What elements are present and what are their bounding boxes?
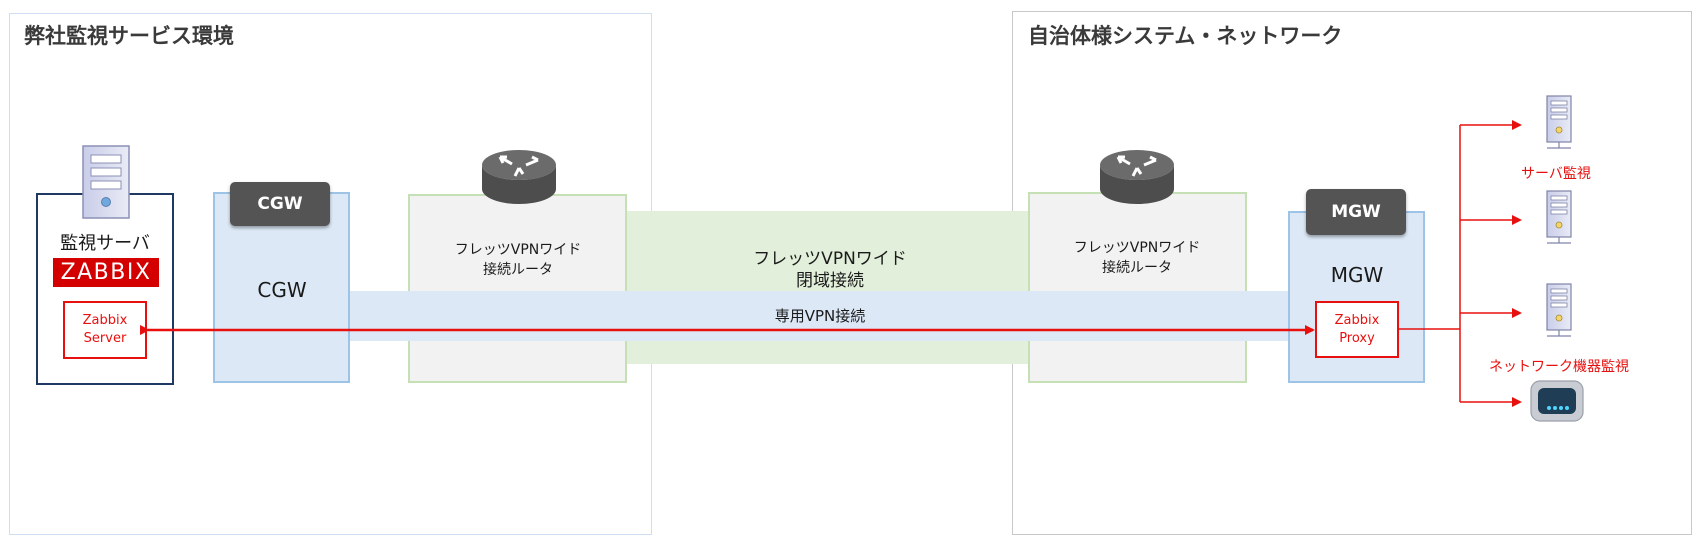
- zabbix-logo-text: ZABBIX: [60, 260, 152, 285]
- zabbix-server-line2: Server: [83, 331, 127, 346]
- router-icon-left-body: [482, 150, 556, 204]
- vpn-band-label: 専用VPN接続: [774, 307, 866, 325]
- target-server-icon-2: [1546, 190, 1572, 244]
- target-server-icon-1: [1546, 95, 1572, 149]
- zabbix-logo: ZABBIX: [53, 258, 159, 287]
- router-right-label-line2: 接続ルータ: [1102, 260, 1172, 276]
- proxy-fanout-lines: [1399, 120, 1522, 407]
- router-right-label-line1: フレッツVPNワイド: [1073, 240, 1201, 256]
- left-region-title: 弊社監視サービス環境: [24, 24, 234, 48]
- mgw-label: MGW: [1330, 263, 1384, 287]
- network-device-icon: [1530, 380, 1584, 422]
- closed-network-label-line2: 閉域接続: [796, 271, 864, 291]
- router-left-label-line2: 接続ルータ: [483, 262, 553, 278]
- router-box-left: [408, 194, 627, 383]
- closed-network-label-line1: フレッツVPNワイド: [753, 249, 907, 269]
- mgw-tag: MGW: [1306, 189, 1406, 235]
- network-monitoring-label: ネットワーク機器監視: [1489, 359, 1629, 375]
- router-box-right: [1028, 192, 1247, 383]
- monitor-server-label: 監視サーバ: [60, 233, 150, 254]
- right-region-title: 自治体様システム・ネットワーク: [1028, 24, 1343, 48]
- cgw-label: CGW: [257, 278, 307, 302]
- router-left-label-line1: フレッツVPNワイド: [454, 242, 582, 258]
- zabbix-proxy-box: Zabbix Proxy: [1315, 301, 1399, 358]
- zabbix-server-line1: Zabbix: [82, 313, 128, 328]
- server-icon: [82, 145, 130, 219]
- zabbix-proxy-line1: Zabbix: [1334, 312, 1380, 328]
- target-server-icon-3: [1546, 283, 1572, 337]
- cgw-tag: CGW: [230, 182, 330, 226]
- server-monitoring-label: サーバ監視: [1521, 166, 1591, 182]
- zabbix-proxy-line2: Proxy: [1339, 330, 1375, 346]
- router-icon-right: [1100, 150, 1174, 204]
